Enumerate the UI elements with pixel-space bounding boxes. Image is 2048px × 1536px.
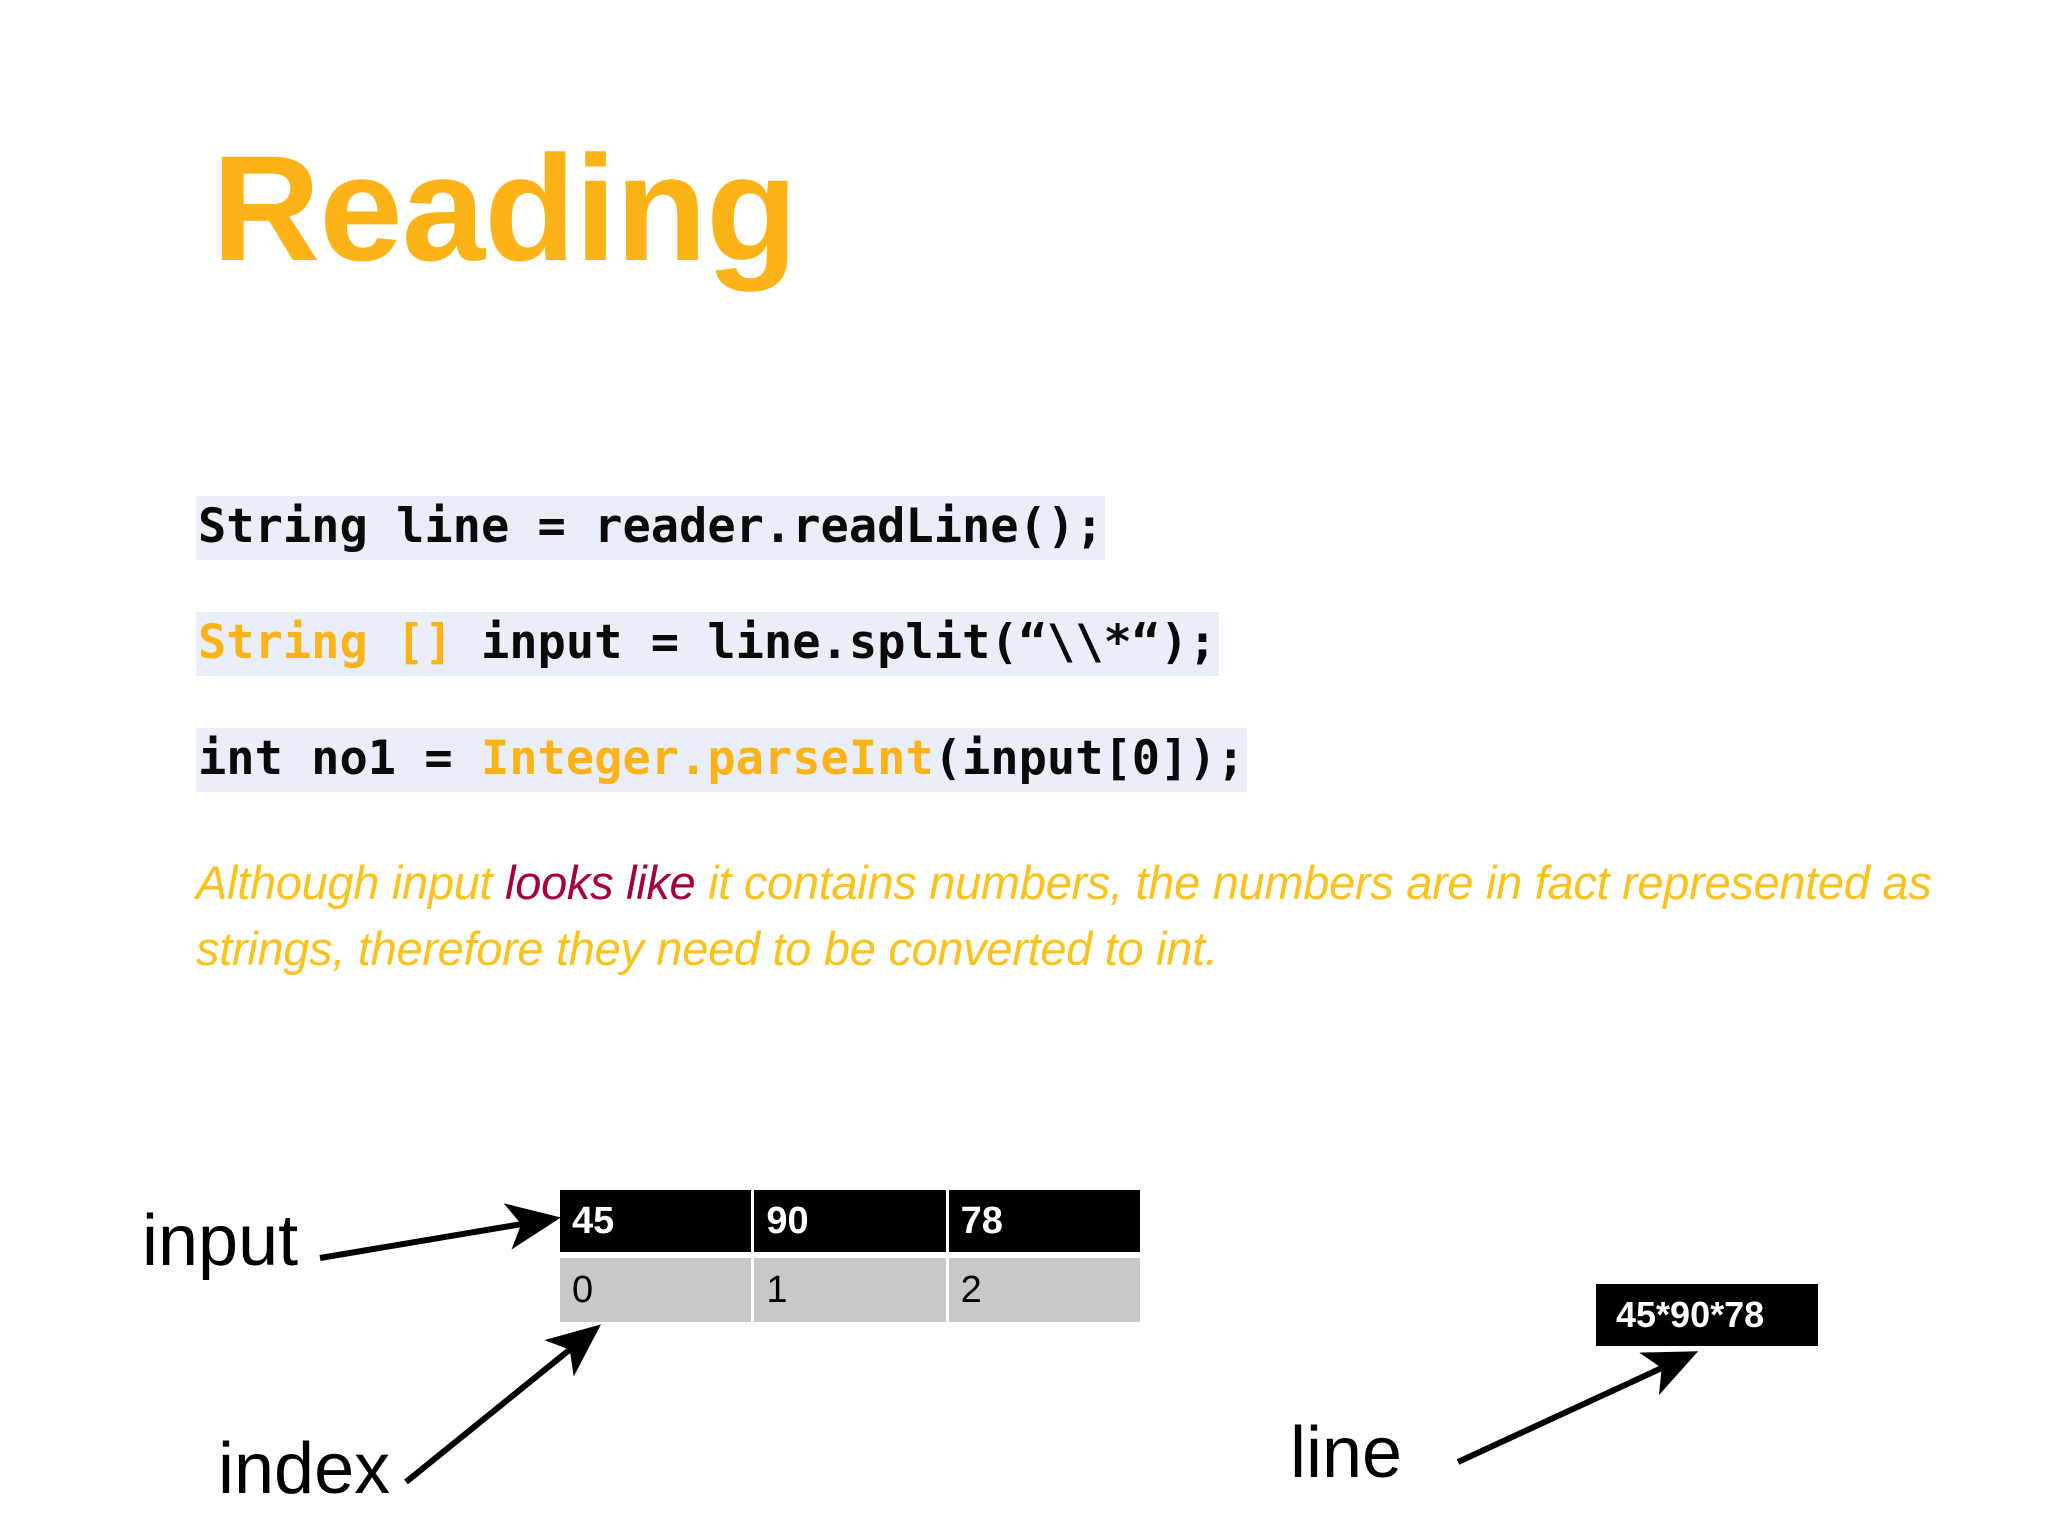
label-index: index [218,1429,391,1509]
array-cell-value-0: 45 [560,1190,755,1255]
page-title: Reading [212,124,798,292]
array-cell-value-2: 78 [947,1190,1140,1255]
code-text: String line = reader.readLine(); [198,499,1104,554]
array-cell-index-2: 2 [947,1255,1140,1322]
label-input: input [142,1201,299,1281]
note-part-2: it contains numbers, the numbers are in … [196,856,1932,975]
code-block: String line = reader.readLine(); String … [196,495,1496,843]
line-string-box: 45*90*78 [1596,1284,1818,1346]
array-cell-index-1: 1 [752,1255,949,1322]
code-line-1: String line = reader.readLine(); [196,495,1496,560]
code-text: (input[0]); [933,731,1245,786]
note-part-1: Although input [196,856,506,909]
code-text: int no1 = [198,731,481,786]
explanatory-note: Although input looks like it contains nu… [196,850,1956,982]
array-cell-index-0: 0 [560,1255,755,1322]
label-line: line [1290,1413,1403,1493]
code-line-2: String [] input = line.split(“\\*“); [196,611,1496,676]
array-cell-value-1: 90 [752,1190,949,1255]
array-values-row: 45 90 78 [560,1190,1140,1255]
arrow-input-to-array [319,1203,561,1261]
arrow-line-to-line-box [1456,1351,1699,1465]
code-keyword: String [] [198,615,453,670]
note-accent-phrase: looks like [505,856,696,909]
arrow-index-to-index-row [404,1324,601,1485]
code-keyword: Integer.parseInt [480,731,934,786]
code-line-3: int no1 = Integer.parseInt(input[0]); [196,727,1496,792]
array-table: 45 90 78 0 1 2 [560,1190,1140,1322]
array-index-row: 0 1 2 [560,1255,1140,1322]
code-text: input = line.split(“\\*“); [452,615,1217,670]
